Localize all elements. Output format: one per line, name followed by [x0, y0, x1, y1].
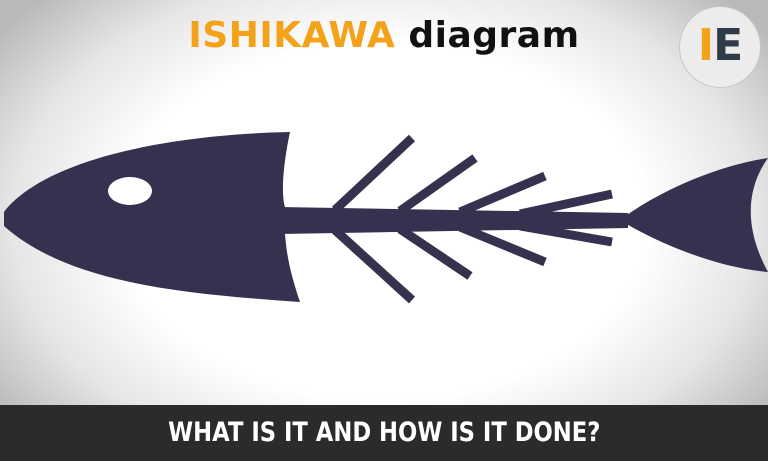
fish-skeleton-icon — [4, 132, 768, 304]
brand-logo: IE — [679, 6, 761, 88]
subtitle-bar: WHAT IS IT AND HOW IS IT DONE? — [0, 405, 768, 461]
title-accent-word: ISHIKAWA — [188, 15, 396, 56]
logo-letters: IE — [697, 20, 743, 71]
fish-spine — [280, 207, 628, 234]
lower-bone-1 — [331, 226, 416, 304]
upper-bone-3 — [458, 171, 547, 217]
upper-bone-4 — [519, 189, 613, 219]
fish-eye — [108, 177, 152, 205]
title-rest-word: diagram — [408, 15, 580, 56]
lower-bone-3 — [458, 222, 547, 267]
fish-head — [4, 132, 300, 302]
logo-letter-i: I — [697, 20, 714, 71]
lower-bone-2 — [397, 225, 473, 280]
upper-bone-1 — [331, 134, 416, 214]
lower-bone-4 — [519, 221, 613, 247]
page-title: ISHIKAWA diagram — [0, 14, 768, 58]
subtitle-text: WHAT IS IT AND HOW IS IT DONE? — [167, 417, 601, 448]
fish-tail — [620, 158, 768, 272]
upper-bone-2 — [397, 154, 478, 215]
logo-letter-e: E — [713, 20, 743, 71]
